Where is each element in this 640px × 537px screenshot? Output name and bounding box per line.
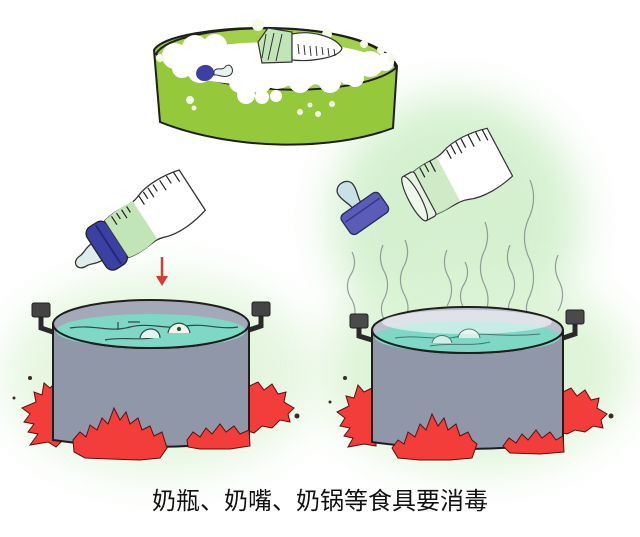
cap-ring [340, 191, 390, 236]
caption-text: 奶瓶、奶嘴、奶锅等食具要消毒 [152, 487, 488, 515]
measurement-ticks [419, 129, 489, 178]
foam [162, 34, 394, 104]
pot-right [349, 306, 585, 450]
pot-handle-right [562, 309, 585, 341]
fire-sparks-right [328, 376, 614, 419]
bottle-opening [401, 175, 429, 222]
steam-haze [382, 310, 552, 334]
baby-bottle-left [74, 169, 207, 271]
basin-bubbles [156, 19, 396, 117]
red-down-arrow-icon [156, 257, 168, 286]
bottle-tint [413, 157, 461, 215]
baby-bottle-right [401, 127, 514, 222]
green-wash-basin [152, 19, 399, 146]
pot-handle-left [31, 302, 54, 335]
fire-sparks-left [12, 376, 300, 419]
items-in-water [69, 321, 239, 341]
nipple-in-basin [213, 64, 233, 78]
blue-cap-in-basin [196, 64, 214, 82]
pot-handle-right [248, 301, 271, 333]
fire-left-front [72, 406, 251, 461]
items-in-water [394, 328, 541, 347]
fire-right-back [336, 383, 608, 448]
bottle-in-basin [257, 27, 343, 64]
fire-right-front [391, 412, 565, 461]
nipple-icon [336, 180, 363, 211]
measurement-ticks [110, 172, 181, 226]
pot-handle-left [349, 313, 373, 343]
pot-left [31, 299, 271, 448]
nipple-cap-right [336, 180, 390, 236]
